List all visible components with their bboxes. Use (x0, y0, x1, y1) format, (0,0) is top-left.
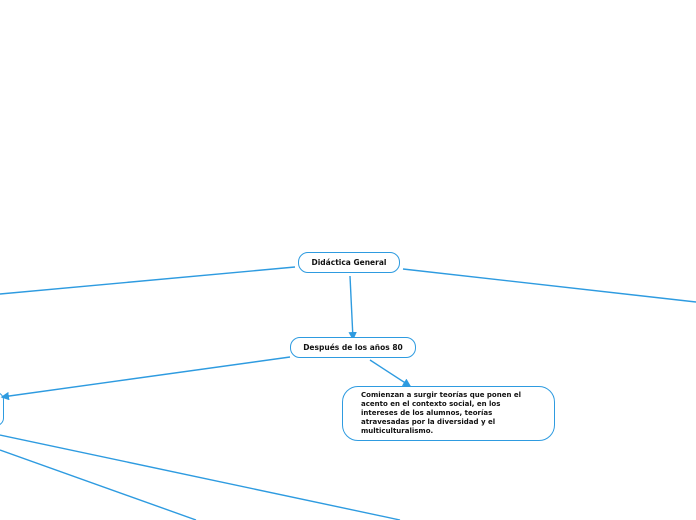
edge-root-right (402, 268, 696, 303)
offscreen-node[interactable] (0, 392, 4, 426)
node-despues-anos-80[interactable]: Después de los años 80 (290, 337, 416, 358)
edge-root-left (0, 266, 296, 295)
edge-left-bottom2 (0, 449, 197, 520)
node-didactica-general[interactable]: Didáctica General (298, 252, 400, 273)
edge-after80-theories (369, 359, 412, 387)
edge-after80-left (0, 356, 291, 401)
edge-root-after80 (348, 275, 357, 341)
edge-left-bottom1 (0, 434, 401, 520)
node-teorias[interactable]: Comienzan a surgir teorías que ponen el … (342, 386, 555, 441)
